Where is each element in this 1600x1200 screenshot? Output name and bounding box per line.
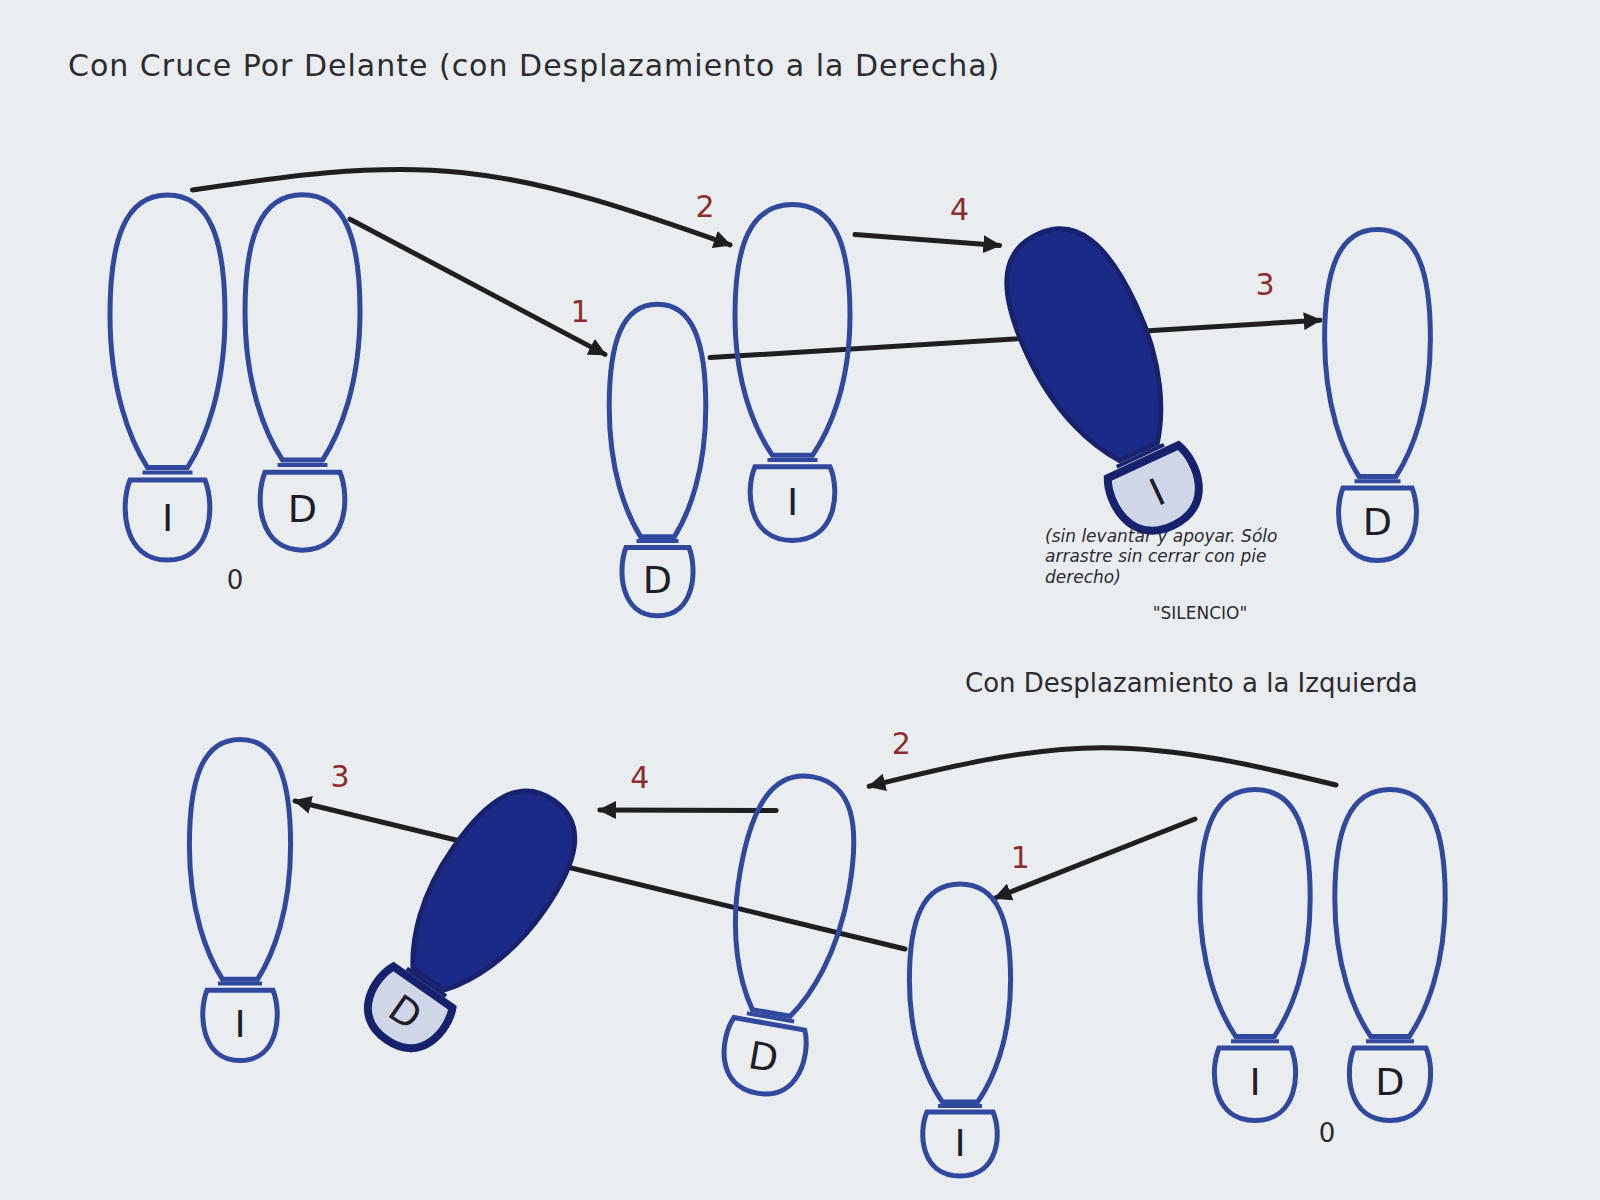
sole-edge (218, 982, 262, 986)
heel-shape (1339, 488, 1417, 561)
footprint: I (976, 203, 1233, 557)
step-arrow (855, 235, 1000, 246)
foot-letter: D (746, 1036, 781, 1079)
sole-edge (768, 458, 818, 462)
sole-shape (1335, 790, 1445, 1037)
step-number: 2 (692, 192, 717, 222)
start-mark: 0 (220, 565, 250, 596)
foot-letter: D (1375, 1063, 1404, 1101)
heel-area: I (1195, 1047, 1315, 1118)
sole-shape (735, 205, 850, 456)
sole-edge (278, 463, 328, 467)
footprint: D (605, 300, 710, 620)
sole-shape (189, 739, 290, 979)
sole-shape (383, 769, 598, 1011)
step-number: 1 (567, 297, 592, 327)
heel-shape (203, 990, 277, 1060)
foot-letter: I (1144, 473, 1170, 512)
footprint-outline (976, 203, 1233, 557)
heel-area: D (605, 546, 710, 613)
heel-shape (750, 467, 835, 541)
footprint: I (905, 880, 1015, 1180)
sole-shape (983, 209, 1193, 477)
heel-shape (1103, 443, 1213, 544)
step-number: 3 (327, 762, 352, 792)
sole-shape (909, 884, 1010, 1102)
heel-area: D (240, 471, 365, 548)
sole-edge (938, 1104, 982, 1108)
step-number: 4 (947, 195, 972, 225)
sole-shape (245, 195, 360, 460)
sole-edge (1231, 1039, 1279, 1043)
heel-area: D (1320, 487, 1435, 558)
heel-area: I (730, 466, 855, 538)
footprint: D (1320, 225, 1435, 565)
foot-letter: D (383, 988, 429, 1036)
sole-edge (637, 539, 679, 543)
footprint: I (1195, 785, 1315, 1125)
sole-shape (717, 767, 867, 1022)
foot-letter: I (787, 483, 798, 521)
step-arrow (995, 819, 1195, 898)
footprint-outline (335, 763, 605, 1078)
foot-letter: I (954, 1124, 965, 1162)
heel-shape (717, 1017, 809, 1100)
heel-shape (1349, 1048, 1430, 1121)
sole-edge (1366, 1039, 1414, 1043)
step-number: 2 (889, 729, 914, 759)
heel-shape (1214, 1048, 1295, 1121)
footprint: D (335, 763, 605, 1078)
step-arrow (869, 748, 1336, 787)
heel-area: I (105, 479, 230, 558)
step-number: 3 (1252, 270, 1277, 300)
sole-shape (609, 304, 706, 537)
step-arrow (600, 807, 776, 813)
foot-letter: I (162, 499, 173, 537)
foot-letter: I (1249, 1063, 1260, 1101)
footprint: I (105, 190, 230, 565)
foot-letter: D (1363, 503, 1392, 541)
heel-shape (622, 547, 693, 615)
heel-area: D (1330, 1047, 1450, 1118)
foot-letter: D (288, 490, 317, 528)
step-number: 4 (627, 763, 652, 793)
heel-shape (353, 964, 456, 1063)
note-text: (sin levantar y apoyar. Sólo arrastre si… (1045, 526, 1295, 587)
sole-shape (1200, 790, 1310, 1037)
section-heading: Con Desplazamiento a la Izquierda (965, 668, 1525, 699)
diagram-title: Con Cruce Por Delante (con Desplazamient… (68, 48, 1000, 83)
footprint: D (1330, 785, 1450, 1125)
footprint: I (185, 735, 295, 1065)
heel-shape (125, 480, 210, 560)
step-arrow (350, 219, 605, 354)
heel-area: I (185, 989, 295, 1058)
step-arrow (295, 801, 905, 949)
sole-edge (143, 471, 193, 475)
heel-shape (260, 472, 345, 550)
heel-area: D (698, 1012, 828, 1101)
sole-shape (1325, 230, 1431, 477)
footprint: I (730, 200, 855, 545)
note-text: "SILENCIO" (1130, 603, 1270, 623)
sole-shape (110, 195, 225, 468)
footprint: D (240, 190, 365, 555)
heel-shape (923, 1112, 997, 1176)
heel-area: I (905, 1111, 1015, 1174)
step-number: 1 (1008, 843, 1033, 873)
foot-letter: I (234, 1005, 245, 1043)
foot-letter: D (643, 561, 672, 599)
start-mark: 0 (1312, 1118, 1342, 1149)
sole-edge (1355, 479, 1401, 483)
